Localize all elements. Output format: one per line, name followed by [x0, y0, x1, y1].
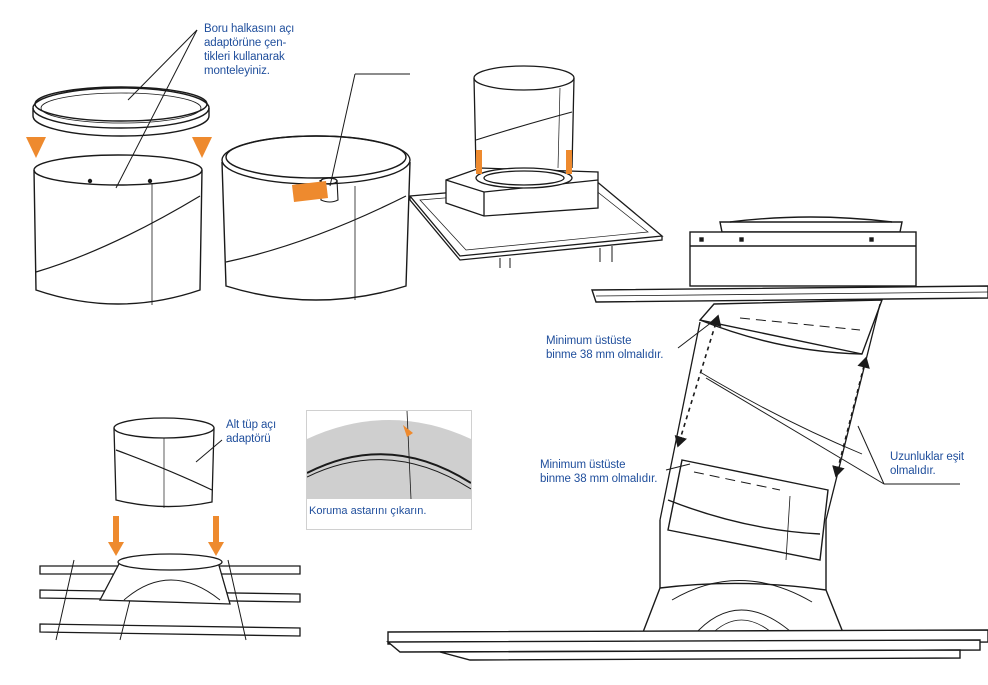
- step3-orange-markers: [476, 150, 572, 174]
- step1-down-arrows: [26, 137, 212, 158]
- lower-adapter-label: Alt tüp açı adaptörü: [226, 419, 277, 445]
- step3-tube-on-base: [408, 65, 664, 268]
- lower-adapter-leader: [195, 439, 223, 463]
- overlap-top-label: Minimum üstüste binme 38 mm olmalıdır.: [546, 335, 664, 361]
- equal-lengths-label: Uzunluklar eşit olmalıdır.: [890, 451, 964, 477]
- lower-left-assembly: [39, 417, 301, 641]
- inset-remove-film: Koruma astarını çıkarın.: [306, 410, 472, 530]
- lower-left-orange-arrows: [108, 516, 224, 556]
- overlap-leaders: [665, 321, 713, 471]
- overlap-bottom-label: Minimum üstüste binme 38 mm olmalıdır.: [540, 459, 658, 485]
- main-assembly: [386, 216, 988, 661]
- ring-note-label: Boru halkasını açı adaptörüne çen- tikle…: [204, 23, 295, 77]
- inset-drawing: [307, 411, 471, 529]
- ring-note-leaders: [115, 29, 198, 189]
- step2-assembled-tube: [221, 135, 411, 301]
- tape-strip: [292, 181, 328, 202]
- equal-lengths-leaders: [705, 377, 960, 485]
- step1-ring-and-tube: [32, 86, 210, 305]
- equal-length-arrows: [674, 314, 870, 478]
- tape-leader: [329, 73, 356, 187]
- remove-film-caption: Koruma astarını çıkarın.: [309, 505, 427, 517]
